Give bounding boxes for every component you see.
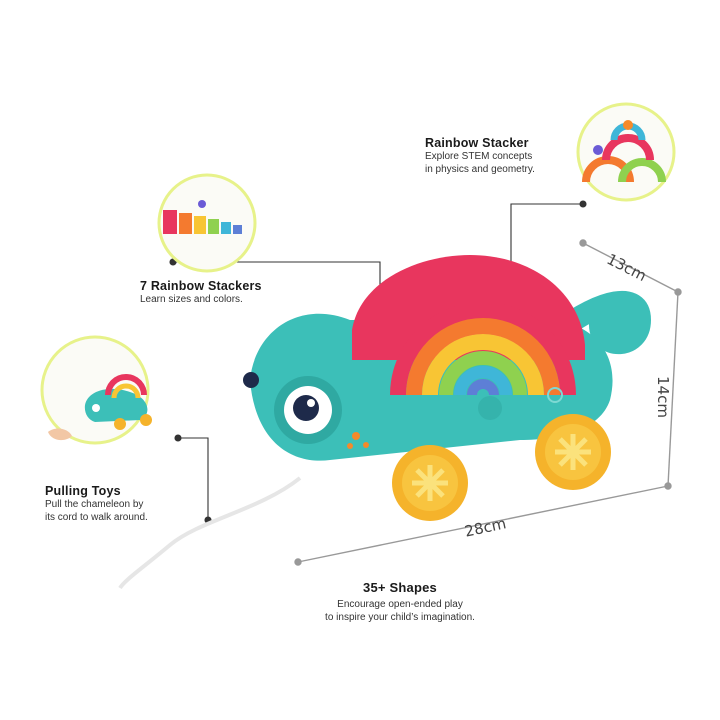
seven-stackers-desc-line1: Learn sizes and colors. [140, 294, 243, 305]
rainbow-stacker-inset-image [576, 102, 676, 202]
pulling-toys-desc-line1: Pull the chameleon by [45, 499, 144, 510]
shapes-title: 35+ Shapes [363, 580, 437, 595]
chameleon-toy [243, 255, 652, 521]
shapes-callout: 35+ Shapes Encourage open-ended play to … [300, 580, 500, 624]
pulling-toys-desc-line2: its cord to walk around. [45, 512, 148, 523]
rainbow-stacker-callout: Rainbow Stacker Explore STEM concepts in… [425, 136, 535, 176]
height-dimension-label: 14cm [654, 376, 672, 418]
pulling-toys-callout: Pulling Toys Pull the chameleon by its c… [45, 484, 148, 524]
seven-stackers-title: 7 Rainbow Stackers [140, 279, 262, 293]
dimension-lines [294, 239, 682, 566]
rainbow-stacker-desc-line2: in physics and geometry. [425, 164, 535, 175]
pulling-toys-title: Pulling Toys [45, 484, 121, 498]
pull-cord [118, 476, 302, 590]
pulling-toys-inset-image [40, 335, 152, 445]
shapes-desc-line1: Encourage open-ended play [337, 599, 463, 610]
seven-stackers-callout: 7 Rainbow Stackers Learn sizes and color… [140, 279, 262, 306]
rainbow-stacker-title: Rainbow Stacker [425, 136, 529, 150]
seven-stackers-inset-image [157, 173, 257, 273]
rainbow-stacker-desc-line1: Explore STEM concepts [425, 151, 533, 162]
shapes-desc-line2: to inspire your child’s imagination. [325, 612, 475, 623]
